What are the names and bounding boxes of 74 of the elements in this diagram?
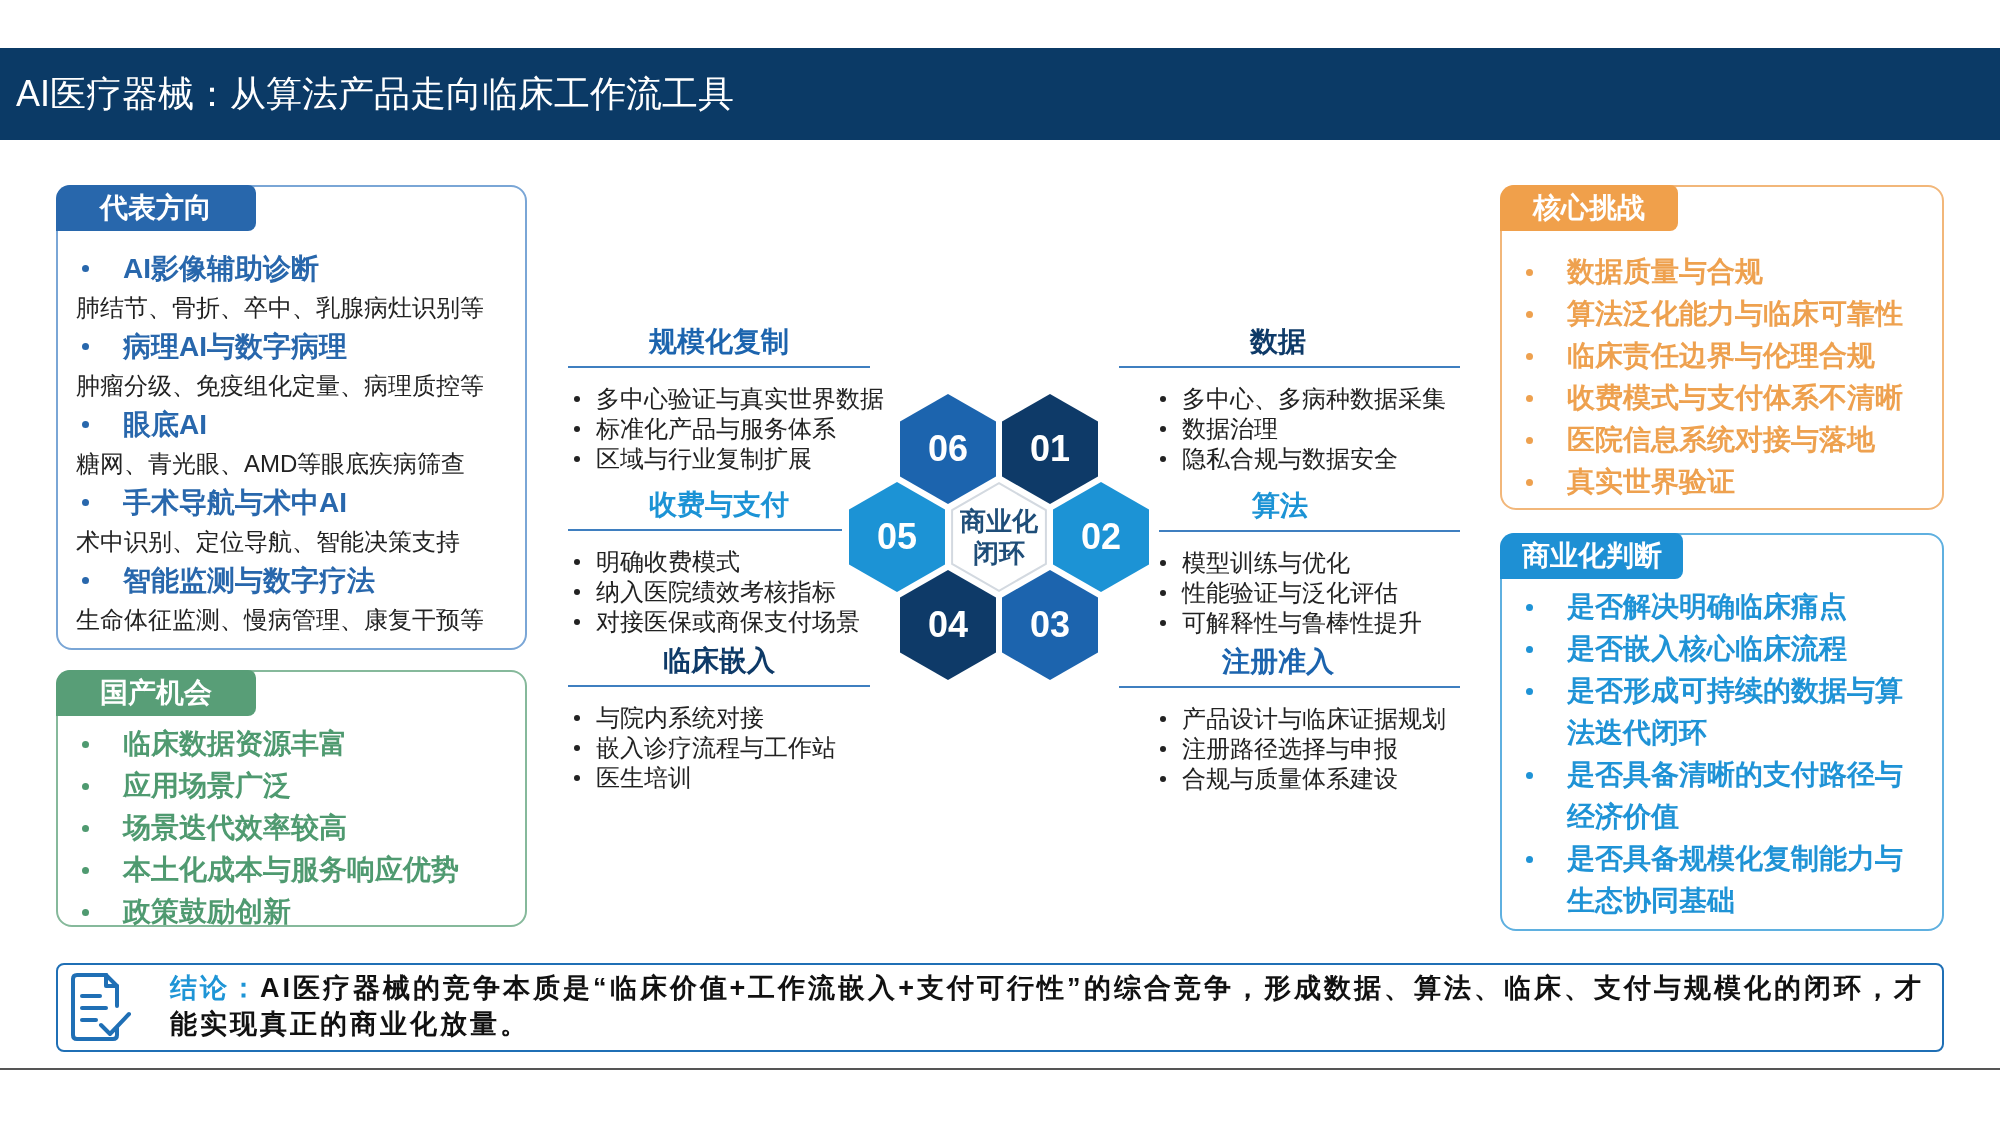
list-item: 收费模式与支付体系不清晰 (1567, 381, 1904, 415)
hub-label: 商业化闭环 (959, 505, 1039, 569)
list-item: 合规与质量体系建设 (1182, 764, 1399, 794)
section-heading: 数据 (1119, 320, 1460, 368)
hexagon-tile (1053, 482, 1149, 592)
list-item: 政策鼓励创新 (123, 895, 292, 929)
item-description: 生命体征监测、慢病管理、康复干预等 (76, 605, 485, 635)
list-item: 临床数据资源丰富 (123, 727, 348, 761)
list-item: 隐私合规与数据安全 (1182, 444, 1399, 474)
step-number: 04 (927, 605, 968, 645)
list-item: 应用场景广泛 (123, 769, 292, 803)
list-item: 临床责任边界与伦理合规 (1567, 339, 1876, 373)
list-item: 多中心、多病种数据采集 (1182, 384, 1446, 414)
list-item: 医院信息系统对接与落地 (1567, 423, 1876, 457)
item-description: 术中识别、定位导航、智能决策支持 (76, 527, 461, 557)
info-panel (1500, 533, 1944, 931)
list-item: 标准化产品与服务体系 (596, 414, 837, 444)
panel-tab: 国产机会 (56, 670, 256, 716)
list-item: 真实世界验证 (1567, 465, 1736, 499)
section-heading: 注册准入 (1119, 640, 1460, 688)
list-item: 注册路径选择与申报 (1182, 734, 1399, 764)
list-item: 算法泛化能力与临床可靠性 (1567, 297, 1904, 331)
item-description: 肿瘤分级、免疫组化定量、病理质控等 (76, 371, 485, 401)
list-item: 多中心验证与真实世界数据 (596, 384, 884, 414)
list-item: 区域与行业复制扩展 (596, 444, 813, 474)
list-item: 模型训练与优化 (1182, 548, 1351, 578)
list-item: 与院内系统对接 (596, 703, 765, 733)
section-heading: 规模化复制 (568, 320, 870, 368)
info-panel (56, 185, 527, 650)
list-item: 本土化成本与服务响应优势 (123, 853, 460, 887)
hexagon-tile (1002, 394, 1098, 504)
panel-tab: 商业化判断 (1500, 533, 1683, 579)
hexagon-tile (900, 394, 996, 504)
info-panel (1500, 185, 1944, 510)
list-item: 产品设计与临床证据规划 (1182, 704, 1446, 734)
section-heading: 收费与支付 (568, 483, 842, 531)
list-item: 智能监测与数字疗法 (123, 564, 376, 598)
panel-tab: 代表方向 (56, 185, 256, 231)
page-title: AI医疗器械：从算法产品走向临床工作流工具 (16, 72, 734, 116)
list-item: 是否解决明确临床痛点 (1567, 590, 1848, 624)
list-item: 医生培训 (596, 763, 693, 793)
list-item: 可解释性与鲁棒性提升 (1182, 608, 1422, 638)
hexagon-tile (849, 482, 945, 592)
list-item: 对接医保或商保支付场景 (596, 607, 860, 637)
step-number: 06 (927, 429, 968, 469)
list-item: 手术导航与术中AI (123, 486, 348, 520)
list-item: AI影像辅助诊断 (123, 252, 320, 286)
section-heading: 临床嵌入 (568, 639, 870, 687)
hexagon-tile (1002, 570, 1098, 680)
item-description: 肺结节、骨折、卒中、乳腺病灶识别等 (76, 293, 485, 323)
step-number: 03 (1029, 605, 1070, 645)
list-item: 明确收费模式 (596, 547, 741, 577)
step-number: 01 (1029, 429, 1070, 469)
list-item: 纳入医院绩效考核指标 (596, 577, 837, 607)
list-item: 眼底AI (123, 408, 208, 442)
list-item: 数据质量与合规 (1567, 255, 1764, 289)
list-item: 是否具备清晰的支付路径与经济价值 (1567, 758, 1904, 834)
list-item: 场景迭代效率较高 (123, 811, 348, 845)
conclusion-text: 结论：AI医疗器械的竞争本质是“临床价值+工作流嵌入+支付可行性”的综合竞争，形成数据、算法、临床、支付与规模化的闭环，才能实现真正的商业化放量。 (170, 972, 1925, 1041)
conclusion-box (56, 963, 1944, 1052)
hexagon-tile (900, 570, 996, 680)
list-item: 嵌入诊疗流程与工作站 (596, 733, 836, 763)
list-item: 病理AI与数字病理 (123, 330, 348, 364)
step-number: 05 (876, 517, 917, 557)
info-panel (56, 670, 527, 927)
list-item: 是否形成可持续的数据与算法迭代闭环 (1567, 674, 1904, 750)
section-heading: 算法 (1159, 484, 1460, 532)
list-item: 数据治理 (1182, 414, 1279, 444)
panel-tab: 核心挑战 (1500, 185, 1678, 231)
item-description: 糖网、青光眼、AMD等眼底疾病筛查 (76, 449, 467, 479)
list-item: 性能验证与泛化评估 (1182, 578, 1399, 608)
step-number: 02 (1080, 517, 1121, 557)
list-item: 是否嵌入核心临床流程 (1567, 632, 1848, 666)
list-item: 是否具备规模化复制能力与生态协同基础 (1567, 842, 1904, 918)
